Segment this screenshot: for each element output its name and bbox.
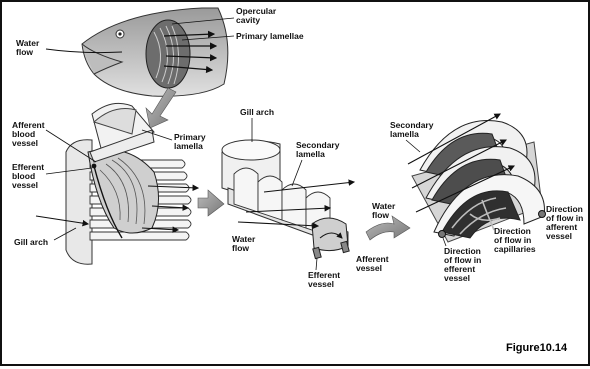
svg-text:vessel: vessel	[308, 279, 334, 289]
svg-text:Gill arch: Gill arch	[240, 107, 274, 117]
label-water-flow-mid: Water flow	[232, 234, 256, 253]
label-direction-afferent: Direction of flow in afferent vessel	[546, 204, 583, 241]
svg-text:Primary lamellae: Primary lamellae	[236, 31, 304, 41]
label-gill-arch-mid: Gill arch	[240, 107, 274, 142]
gill-structure-diagram: Opercular cavity Primary lamellae Water …	[2, 2, 588, 364]
svg-text:flow: flow	[232, 243, 249, 253]
svg-text:lamella: lamella	[296, 149, 325, 159]
svg-text:vessel: vessel	[12, 180, 38, 190]
label-direction-capillaries: Direction of flow in capillaries	[494, 226, 536, 254]
label-direction-efferent: Direction of flow in efferent vessel	[443, 238, 481, 283]
label-secondary-lamella-mid: Secondary lamella	[292, 140, 340, 186]
figure-caption: Figure10.14	[506, 342, 567, 354]
svg-text:capillaries: capillaries	[494, 244, 536, 254]
svg-text:lamella: lamella	[174, 141, 203, 151]
label-secondary-lamella-right: Secondary lamella	[390, 120, 434, 152]
svg-text:Gill arch: Gill arch	[14, 237, 48, 247]
svg-text:flow: flow	[372, 210, 389, 220]
label-afferent-vessel: Afferent vessel	[356, 254, 389, 273]
secondary-lamellae-detail	[408, 114, 546, 242]
gill-arch-left	[36, 103, 198, 264]
connector-arrow-right-1	[198, 190, 224, 216]
svg-text:vessel: vessel	[444, 273, 470, 283]
svg-text:vessel: vessel	[356, 263, 382, 273]
svg-text:vessel: vessel	[546, 231, 572, 241]
svg-text:vessel: vessel	[12, 138, 38, 148]
svg-text:lamella: lamella	[390, 129, 419, 139]
svg-text:flow: flow	[16, 47, 33, 57]
svg-text:cavity: cavity	[236, 15, 260, 25]
label-efferent-vessel: Efferent vessel	[308, 258, 340, 289]
